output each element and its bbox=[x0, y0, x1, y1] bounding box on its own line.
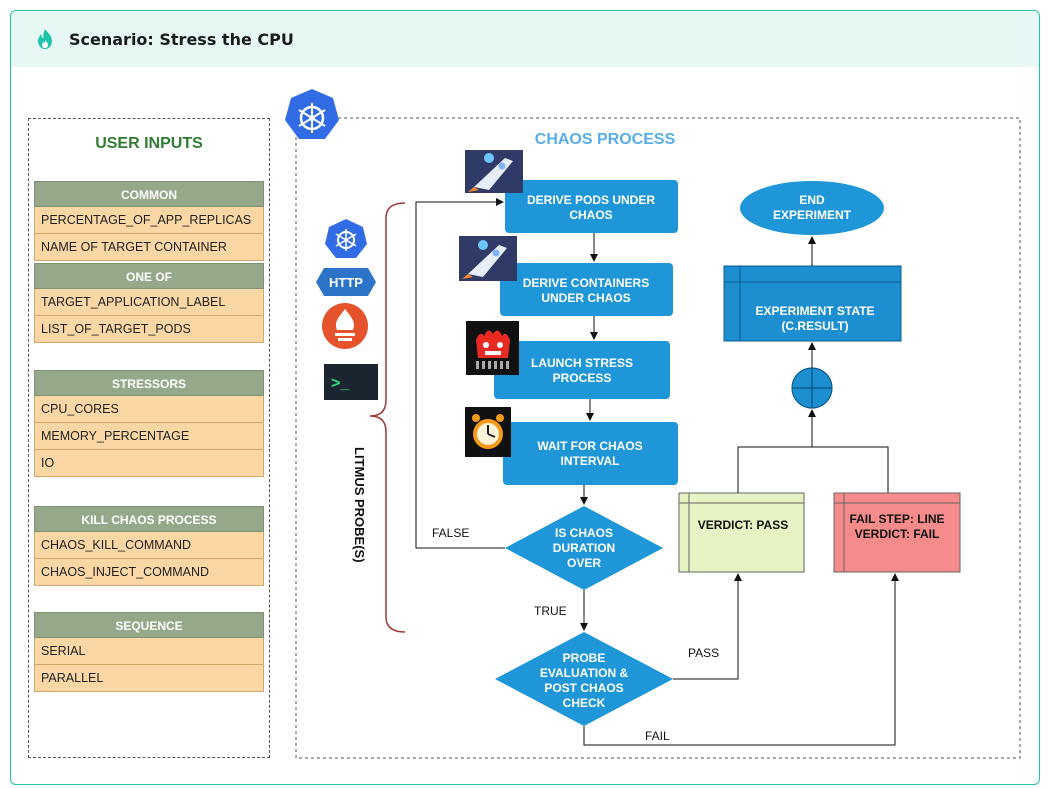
verdict-fail-line-1: FAIL STEP: LINE bbox=[849, 512, 944, 526]
terminal-icon: >_ bbox=[324, 364, 378, 400]
decision-2-line-2: EVALUATION & bbox=[540, 666, 629, 680]
group-header: SEQUENCE bbox=[34, 612, 264, 638]
litmus-probe-label: LITMUS PROBE(S) bbox=[352, 447, 367, 563]
derive-pods-line-1: DERIVE PODS UNDER bbox=[527, 193, 655, 207]
http-label: HTTP bbox=[329, 275, 363, 290]
chaos-process-title: CHAOS PROCESS bbox=[535, 131, 676, 148]
wait-chaos-line-1: WAIT FOR CHAOS bbox=[537, 439, 642, 453]
input-item: CHAOS_INJECT_COMMAND bbox=[34, 559, 264, 586]
http-icon: HTTP bbox=[316, 268, 376, 296]
prometheus-icon bbox=[322, 303, 368, 349]
probe-evaluation-decision: PROBE EVALUATION & POST CHAOS CHECK bbox=[495, 632, 673, 726]
decision-1-line-2: DURATION bbox=[553, 541, 615, 555]
card-header: Scenario: Stress the CPU bbox=[11, 11, 1039, 67]
derive-pods-line-2: CHAOS bbox=[569, 208, 612, 222]
stressors-group: STRESSORS CPU_CORES MEMORY_PERCENTAGE IO bbox=[34, 370, 264, 477]
user-inputs-title: USER INPUTS bbox=[95, 135, 203, 152]
state-line-1: EXPERIMENT STATE bbox=[756, 304, 875, 318]
end-line-2: EXPERIMENT bbox=[773, 208, 852, 222]
sequence-group: SEQUENCE SERIAL PARALLEL bbox=[34, 612, 264, 692]
wait-chaos-line-2: INTERVAL bbox=[561, 454, 620, 468]
input-item: CHAOS_KILL_COMMAND bbox=[34, 532, 264, 559]
decision-2-line-3: POST CHAOS bbox=[544, 681, 623, 695]
is-chaos-over-decision: IS CHAOS DURATION OVER bbox=[505, 506, 663, 590]
experiment-state-node: EXPERIMENT STATE (C.RESULT) bbox=[723, 265, 902, 342]
wait-chaos-step: WAIT FOR CHAOS INTERVAL bbox=[503, 422, 678, 485]
derive-containers-step: DERIVE CONTAINERS UNDER CHAOS bbox=[500, 263, 673, 316]
common-group: COMMON PERCENTAGE_OF_APP_REPLICAS NAME O… bbox=[34, 181, 264, 261]
probe-brace bbox=[369, 202, 406, 633]
derive-pods-step: DERIVE PODS UNDER CHAOS bbox=[505, 180, 678, 233]
verdict-fail-node: FAIL STEP: LINE VERDICT: FAIL bbox=[833, 492, 961, 573]
or-junction bbox=[791, 367, 833, 409]
edge-label-fail: FAIL bbox=[645, 729, 670, 743]
input-item: IO bbox=[34, 450, 264, 477]
kubernetes-logo-icon bbox=[285, 89, 339, 139]
verdict-pass-node: VERDICT: PASS bbox=[678, 492, 805, 573]
kubernetes-icon bbox=[325, 219, 367, 258]
edge-label-false: FALSE bbox=[432, 526, 469, 540]
input-item: NAME OF TARGET CONTAINER bbox=[34, 234, 264, 261]
connectors bbox=[415, 198, 899, 746]
input-item: TARGET_APPLICATION_LABEL bbox=[34, 289, 264, 316]
decision-1-line-1: IS CHAOS bbox=[555, 526, 613, 540]
rocket-icon bbox=[459, 236, 517, 281]
kill-chaos-group: KILL CHAOS PROCESS CHAOS_KILL_COMMAND CH… bbox=[34, 506, 264, 586]
group-header: STRESSORS bbox=[34, 370, 264, 396]
chaos-process-panel bbox=[295, 117, 1021, 759]
launch-stress-line-2: PROCESS bbox=[553, 371, 612, 385]
edge-label-true: TRUE bbox=[534, 604, 567, 618]
user-inputs-panel: USER INPUTS COMMON PERCENTAGE_OF_APP_REP… bbox=[28, 118, 270, 758]
group-header: ONE OF bbox=[34, 263, 264, 289]
decision-2-line-4: CHECK bbox=[563, 696, 606, 710]
verdict-pass-text: VERDICT: PASS bbox=[698, 518, 788, 532]
one-of-group: ONE OF TARGET_APPLICATION_LABEL LIST_OF_… bbox=[34, 263, 264, 343]
input-item: CPU_CORES bbox=[34, 396, 264, 423]
end-line-1: END bbox=[799, 193, 825, 207]
input-item: MEMORY_PERCENTAGE bbox=[34, 423, 264, 450]
alarm-clock-icon bbox=[465, 407, 511, 457]
state-line-2: (C.RESULT) bbox=[781, 319, 848, 333]
launch-stress-step: LAUNCH STRESS PROCESS bbox=[494, 341, 670, 399]
scenario-title: Scenario: Stress the CPU bbox=[69, 30, 294, 49]
input-item: LIST_OF_TARGET_PODS bbox=[34, 316, 264, 343]
rocket-icon bbox=[465, 150, 523, 193]
terminal-prompt: >_ bbox=[331, 375, 350, 392]
decision-1-line-3: OVER bbox=[567, 556, 601, 570]
input-item: PERCENTAGE_OF_APP_REPLICAS bbox=[34, 207, 264, 234]
flame-icon bbox=[38, 29, 52, 49]
derive-containers-line-1: DERIVE CONTAINERS bbox=[523, 276, 649, 290]
derive-containers-line-2: UNDER CHAOS bbox=[541, 291, 630, 305]
group-header: KILL CHAOS PROCESS bbox=[34, 506, 264, 532]
end-experiment-node: END EXPERIMENT bbox=[740, 181, 884, 235]
verdict-fail-line-2: VERDICT: FAIL bbox=[855, 527, 940, 541]
decision-2-line-1: PROBE bbox=[563, 651, 606, 665]
input-item: SERIAL bbox=[34, 638, 264, 665]
launch-stress-line-1: LAUNCH STRESS bbox=[531, 356, 633, 370]
input-item: PARALLEL bbox=[34, 665, 264, 692]
edge-label-pass: PASS bbox=[688, 646, 719, 660]
group-header: COMMON bbox=[34, 181, 264, 207]
stressed-cpu-icon bbox=[466, 321, 519, 375]
